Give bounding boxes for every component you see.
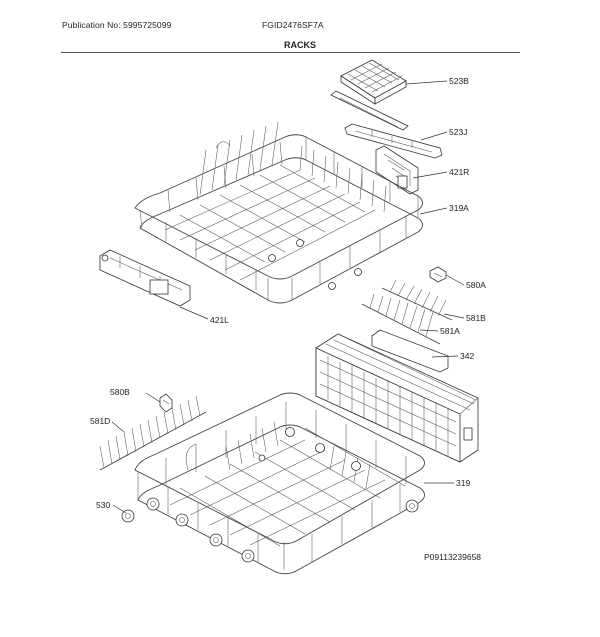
section-title: RACKS bbox=[283, 40, 316, 50]
part-342-basket-drawing bbox=[315, 329, 479, 463]
callout-581b: 581B bbox=[466, 313, 486, 323]
leader-lines bbox=[111, 80, 465, 514]
part-523b-rail-drawing bbox=[330, 90, 409, 131]
callout-319a: 319A bbox=[449, 203, 469, 213]
part-580b-drawing bbox=[159, 393, 173, 413]
wheel bbox=[146, 497, 160, 511]
wheel bbox=[241, 549, 255, 563]
callout-421r: 421R bbox=[449, 167, 469, 177]
part-421l-drawing bbox=[99, 249, 191, 307]
wheel bbox=[405, 499, 419, 513]
part-523b-drawing bbox=[340, 59, 407, 105]
part-421r-drawing bbox=[375, 145, 419, 195]
header-divider bbox=[61, 52, 520, 53]
upper-rack-drawing bbox=[134, 121, 423, 304]
lower-rack-drawing bbox=[134, 392, 425, 575]
part-580a-drawing bbox=[429, 266, 447, 283]
callout-580b: 580B bbox=[110, 387, 130, 397]
part-530-wheels-drawing bbox=[121, 497, 419, 563]
callout-581d: 581D bbox=[90, 416, 110, 426]
publication-number: Publication No: 5995725099 bbox=[62, 20, 172, 30]
callout-523j: 523J bbox=[449, 127, 467, 137]
diagram-id: P09113239658 bbox=[424, 552, 481, 562]
callout-421l: 421L bbox=[210, 315, 229, 325]
wheel bbox=[209, 533, 223, 547]
part-581-tines-drawing bbox=[361, 279, 453, 345]
wheel bbox=[121, 509, 135, 523]
model-number: FGID2476SF7A bbox=[262, 20, 324, 30]
part-523j-drawing bbox=[344, 123, 443, 159]
callout-580a: 580A bbox=[466, 280, 486, 290]
callout-342: 342 bbox=[460, 351, 474, 361]
callout-523b: 523B bbox=[449, 76, 469, 86]
part-581d-tines-drawing bbox=[99, 395, 207, 471]
callout-530: 530 bbox=[96, 500, 110, 510]
callout-581a: 581A bbox=[440, 326, 460, 336]
wheel bbox=[175, 513, 189, 527]
callout-319: 319 bbox=[456, 478, 470, 488]
